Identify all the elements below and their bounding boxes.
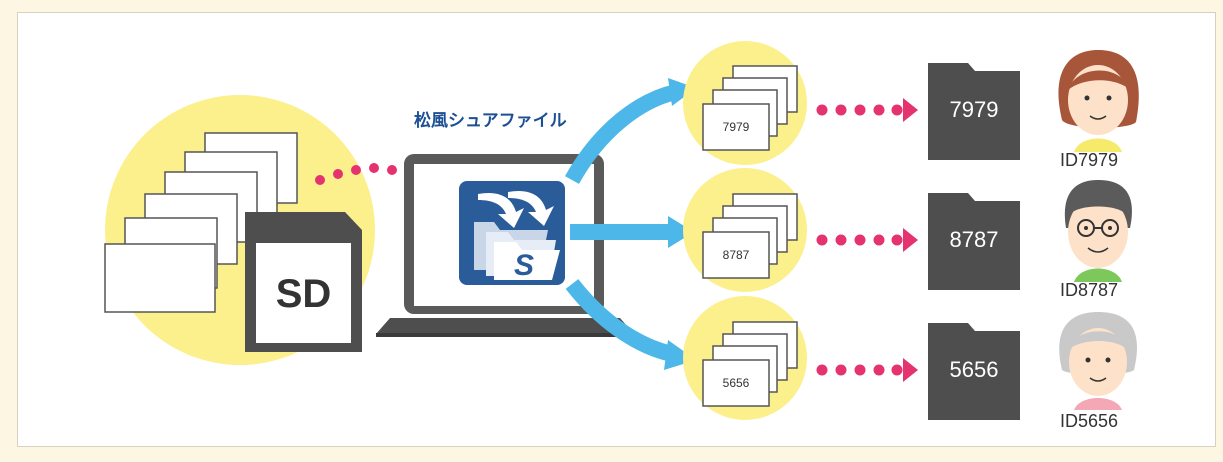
arrow-to-8787 bbox=[570, 224, 672, 240]
patient-id-label: ID8787 bbox=[1060, 280, 1118, 300]
dotted-arrow bbox=[816, 228, 918, 252]
dotted-arrow bbox=[816, 358, 918, 382]
patient-id-label: ID5656 bbox=[1060, 411, 1118, 431]
app-icon: S bbox=[459, 181, 565, 285]
app-name-label: 松風シュアファイル bbox=[414, 111, 567, 131]
folder-number-label: 5656 bbox=[950, 357, 999, 382]
photo-number-label: 7979 bbox=[723, 120, 750, 134]
patient-row-5656: 5656 5656 ID5656 bbox=[683, 296, 1137, 431]
folder-icon bbox=[928, 63, 1020, 160]
photo-number-label: 8787 bbox=[723, 248, 750, 262]
patient-row-7979: 7979 7979 ID7979 bbox=[683, 41, 1139, 170]
sd-card-label-area bbox=[256, 243, 351, 343]
folder-number-label: 7979 bbox=[950, 97, 999, 122]
man-glasses-icon bbox=[1064, 180, 1132, 282]
folder-icon bbox=[928, 193, 1020, 290]
folder-number-label: 8787 bbox=[950, 227, 999, 252]
sd-card-group: SD bbox=[104, 95, 375, 365]
folder-icon bbox=[928, 323, 1020, 420]
distribution-arrows bbox=[565, 78, 696, 370]
woman-brown-hair-icon bbox=[1058, 50, 1139, 152]
photo-number-label: 5656 bbox=[723, 376, 750, 390]
dotted-arrow bbox=[816, 98, 918, 122]
arrow-to-7979 bbox=[565, 84, 678, 184]
photo-sheet bbox=[104, 243, 216, 313]
app-icon-letter: S bbox=[514, 249, 534, 282]
patient-row-8787: 8787 8787 ID8787 bbox=[683, 168, 1132, 300]
elderly-woman-icon bbox=[1059, 312, 1137, 410]
patient-id-label: ID7979 bbox=[1060, 150, 1118, 170]
arrow-to-5656 bbox=[565, 279, 674, 362]
sd-label: SD bbox=[276, 272, 332, 316]
